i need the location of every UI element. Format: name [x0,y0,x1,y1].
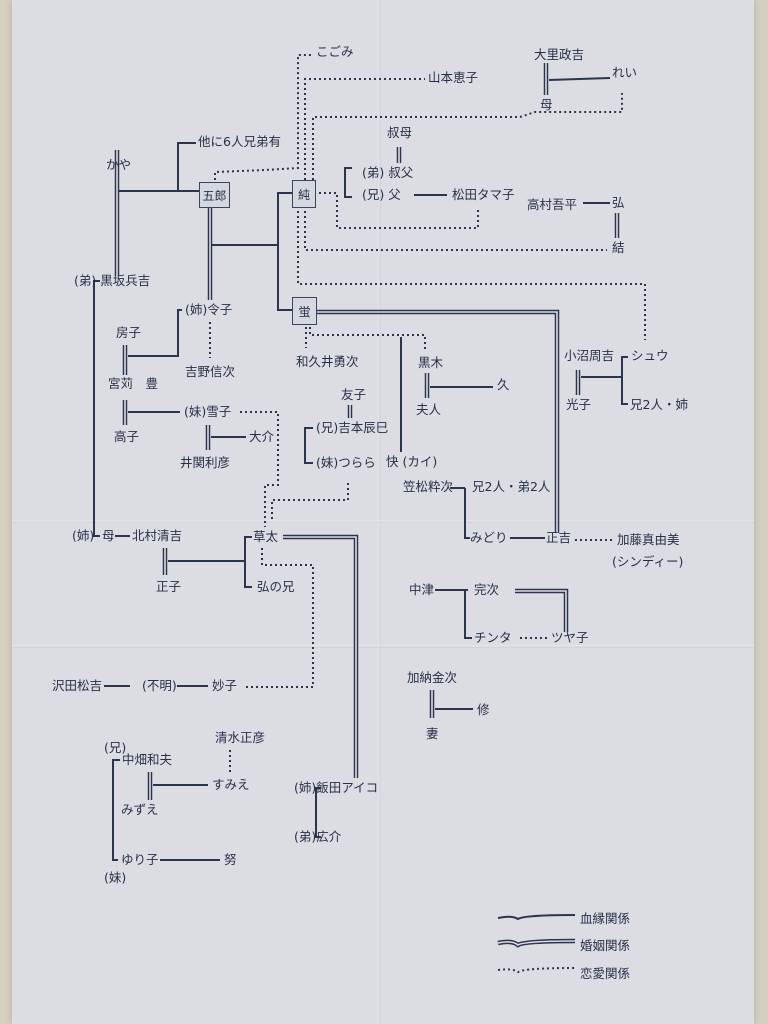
node-hiroshi-ani: 弘の兄 [257,579,295,594]
node-nakatsu: 中津 [409,582,435,597]
node-oji: (弟) 叔父 [362,165,414,180]
node-hotaru: 蛍 [292,297,317,325]
node-chinta: チンタ [474,630,512,645]
diagram-cloth [12,0,754,1024]
node-oba: 叔母 [387,125,413,140]
node-others6: 他に6人兄弟有 [198,134,281,149]
node-midori-siblings: 兄2人・弟2人 [472,479,551,494]
node-gorou: 五郎 [199,182,230,208]
node-kai: 快 (カイ) [386,454,438,469]
node-osamu: 修 [477,702,490,717]
node-oosato: 大里政吉 [534,47,585,62]
node-matsuda: 松田タマ子 [452,187,515,202]
fold-crease [378,0,381,1024]
node-yamamoto: 山本恵子 [428,70,479,85]
node-hisa: 久 [497,377,510,392]
node-masayoshi: 正吉 [546,530,572,545]
label-elder-brother: (兄) [104,740,127,755]
fold-crease [12,520,754,523]
node-tsurara: (妹)つらら [316,455,376,470]
node-souta: 草太 [253,529,279,544]
node-daisuke: 大介 [249,429,275,444]
node-kasamatsu: 笠松粋次 [403,479,454,494]
node-miyakari: 宮苅 豊 [108,376,159,391]
love-lines [209,54,646,775]
node-kogomi: こごみ [316,44,354,59]
legend-marks [497,914,576,974]
node-tsuyako: ツヤ子 [551,630,589,645]
node-midori: みどり [470,530,508,545]
label-elder-sister: (姉) [72,528,95,543]
node-jun: 純 [292,180,316,208]
node-takako: 高子 [114,429,140,444]
node-kanji: 完次 [474,582,500,597]
legend-love-line [497,967,576,974]
node-tomoko: 友子 [341,387,367,402]
node-onuma: 小沼周吉 [564,348,615,363]
node-kitamura: 北村清吉 [132,528,183,543]
node-kurosaka: (弟) 黒坂兵吉 [74,273,151,288]
node-kuroki: 黒木 [418,355,444,370]
node-nakahata: 中畑和夫 [122,752,173,767]
legend-love-label: 恋愛関係 [580,966,631,981]
node-wakui: 和久井勇次 [296,354,359,369]
node-shuu-siblings: 兄2人・姉 [630,397,688,412]
blood-lines [93,77,628,861]
node-kanou: 加納金次 [407,670,458,685]
node-sawada: 沢田松吉 [52,678,103,693]
node-reiko: (姉)令子 [185,302,233,317]
node-fusako: 房子 [116,325,142,340]
node-mitsuko: 光子 [566,397,592,412]
node-takamura: 高村吾平 [527,197,578,212]
node-yui: 結 [612,240,625,255]
node-fujin: 夫人 [416,402,442,417]
node-izeki: 井関利彦 [180,455,231,470]
node-shimizu: 清水正彦 [215,730,266,745]
node-chichi: (兄) 父 [362,187,401,202]
node-yoshimoto: (兄)吉本辰巳 [316,420,389,435]
node-yoshino: 吉野信次 [185,364,236,379]
node-yuriko: ゆり子 [121,852,159,867]
node-cindy: (シンディー) [612,554,684,569]
node-mizue: みずえ [121,802,159,817]
node-sumie: すみえ [212,777,250,792]
node-haha-oosato: 母 [540,97,553,112]
legend-marriage-label: 婚姻関係 [580,938,631,953]
legend-blood-line [497,914,576,921]
node-yukiko: (妹)雪子 [184,404,232,419]
node-masako: 正子 [156,579,182,594]
node-kato: 加藤真由美 [617,532,680,547]
node-iida: (姉)飯田アイコ [294,780,379,795]
node-fumei: (不明) [142,678,177,693]
label-younger-sister: (妹) [104,870,127,885]
node-haha-kitamura: 母 [102,528,115,543]
node-rei: れい [612,65,638,80]
node-tsuma: 妻 [426,726,439,741]
node-hiroshi: 弘 [612,195,625,210]
node-shuu: シュウ [631,348,669,363]
node-tsutomu: 努 [224,852,237,867]
marriage-lines [114,63,620,800]
node-taeko: 妙子 [212,678,238,693]
node-kaya: かや [106,157,132,172]
node-kousuke: (弟)広介 [294,829,342,844]
fold-crease [12,645,754,648]
legend-blood-label: 血縁関係 [580,911,631,926]
